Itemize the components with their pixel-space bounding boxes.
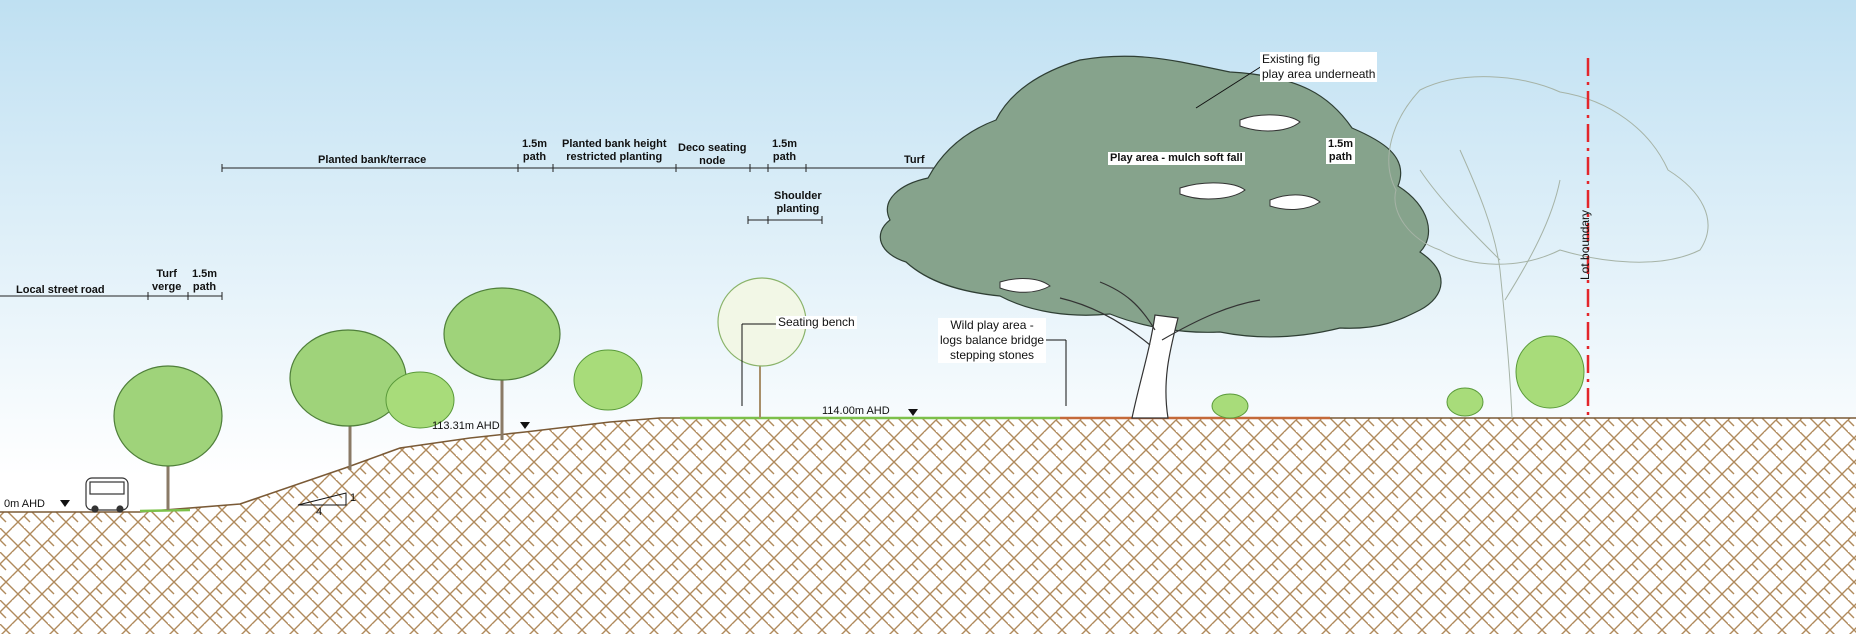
slope-rise-label: 1 bbox=[350, 492, 357, 504]
street-tree-1 bbox=[113, 365, 223, 510]
turf-strip bbox=[139, 416, 1060, 513]
car bbox=[85, 477, 129, 513]
ground-section bbox=[0, 418, 1856, 634]
background-tree-outline bbox=[1388, 76, 1709, 419]
level-markers bbox=[60, 409, 918, 507]
existing-fig-tree bbox=[879, 55, 1442, 419]
shrub-group bbox=[385, 335, 1585, 429]
zone-local-street-road: Local street road bbox=[16, 284, 105, 296]
bank-tree-2 bbox=[289, 329, 407, 470]
lot-boundary-label: Lot boundary bbox=[1578, 209, 1592, 280]
zone-play-area: Play area - mulch soft fall bbox=[1108, 152, 1245, 165]
slope-ratio-marker bbox=[297, 492, 347, 506]
bank-tree-3 bbox=[443, 287, 561, 440]
level-label-street: 0m AHD bbox=[4, 498, 45, 510]
level-label-top: 114.00m AHD bbox=[822, 405, 890, 417]
callout-seating-bench: Seating bench bbox=[776, 315, 857, 329]
slope-run-label: 4 bbox=[316, 506, 323, 518]
zone-planted-bank-terrace: Planted bank/terrace bbox=[318, 154, 427, 166]
ground-surface-line bbox=[0, 417, 1856, 513]
level-label-mid: 113.31m AHD bbox=[432, 420, 500, 432]
zone-turf: Turf bbox=[904, 154, 925, 166]
